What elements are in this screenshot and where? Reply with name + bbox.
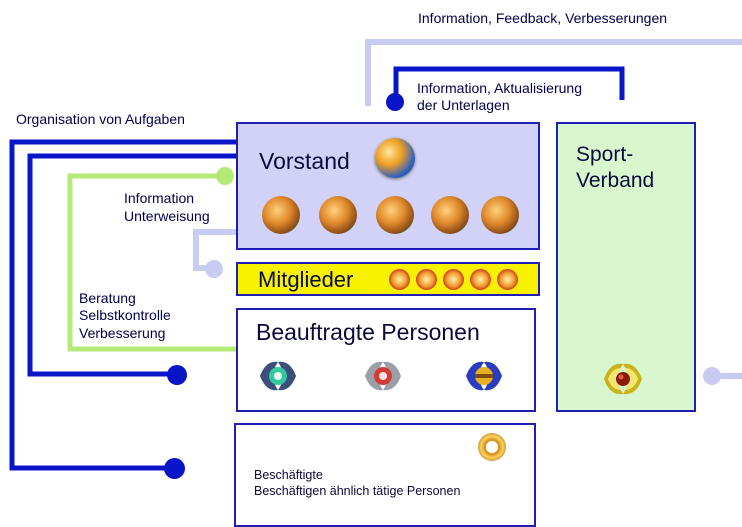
beauftragte-box[interactable]: Beauftragte Personen bbox=[236, 308, 536, 412]
sport-verband-box[interactable]: Sport- Verband bbox=[556, 122, 696, 412]
orange-orb-icon bbox=[262, 196, 300, 234]
advice-label-line2: Selbstkontrolle bbox=[79, 307, 171, 323]
small-orange-orb-icon bbox=[416, 269, 437, 290]
sport-dot bbox=[703, 367, 721, 385]
mitglieder-box[interactable]: Mitglieder bbox=[236, 262, 540, 296]
org-connector-outer bbox=[9, 139, 236, 471]
green-emblem-icon bbox=[260, 361, 296, 391]
small-orange-orb-icon bbox=[389, 269, 410, 290]
feedback-label: Information, Feedback, Verbesserungen bbox=[418, 10, 668, 26]
advice-connector bbox=[67, 173, 236, 352]
beschaeftigte-dot bbox=[164, 458, 185, 479]
info-label-line2: Unterweisung bbox=[124, 208, 210, 224]
gold-emblem-icon bbox=[604, 363, 642, 395]
advice-label-line3: Verbesserung bbox=[79, 325, 166, 341]
advice-dot bbox=[216, 167, 234, 185]
vorstand-title: Vorstand bbox=[259, 148, 350, 174]
advice-label-line1: Beratung bbox=[79, 290, 136, 306]
info-label-line1: Information bbox=[124, 190, 195, 206]
beauftragte-title: Beauftragte Personen bbox=[256, 319, 480, 345]
sport-title-line1: Sport- bbox=[576, 143, 634, 166]
globe-icon bbox=[375, 138, 415, 178]
beschaeftigte-label-line1: Beschäftigte bbox=[254, 468, 323, 482]
small-orange-orb-icon bbox=[443, 269, 464, 290]
info-update-dot bbox=[386, 93, 404, 111]
vorstand-box[interactable]: Vorstand bbox=[236, 122, 540, 250]
small-orange-orb-icon bbox=[497, 269, 518, 290]
org-label: Organisation von Aufgaben bbox=[16, 111, 185, 127]
small-orange-orb-icon bbox=[470, 269, 491, 290]
info-update-label-line1: Information, Aktualisierung bbox=[417, 80, 582, 96]
orange-orb-icon bbox=[376, 196, 414, 234]
beauftragte-dot bbox=[167, 365, 187, 385]
mitglieder-title: Mitglieder bbox=[258, 267, 354, 292]
orange-orb-icon bbox=[481, 196, 519, 234]
orange-orb-icon bbox=[431, 196, 469, 234]
instruction-dot bbox=[205, 260, 223, 278]
gold-ring-icon bbox=[478, 433, 506, 461]
beschaeftigte-box[interactable]: Beschäftigte Beschäftigen ähnlich tätige… bbox=[234, 423, 536, 527]
gold-blue-emblem-icon bbox=[466, 361, 502, 391]
info-update-connector bbox=[393, 66, 625, 101]
sport-title-line2: Verband bbox=[576, 169, 655, 192]
feedback-connector bbox=[365, 39, 742, 106]
red-emblem-icon bbox=[365, 361, 401, 391]
beschaeftigte-label-line2: Beschäftigen ähnlich tätige Personen bbox=[254, 484, 461, 498]
instruction-connector bbox=[193, 229, 236, 271]
org-connector-inner bbox=[27, 153, 236, 377]
info-update-label-line2: der Unterlagen bbox=[417, 97, 510, 113]
orange-orb-icon bbox=[319, 196, 357, 234]
